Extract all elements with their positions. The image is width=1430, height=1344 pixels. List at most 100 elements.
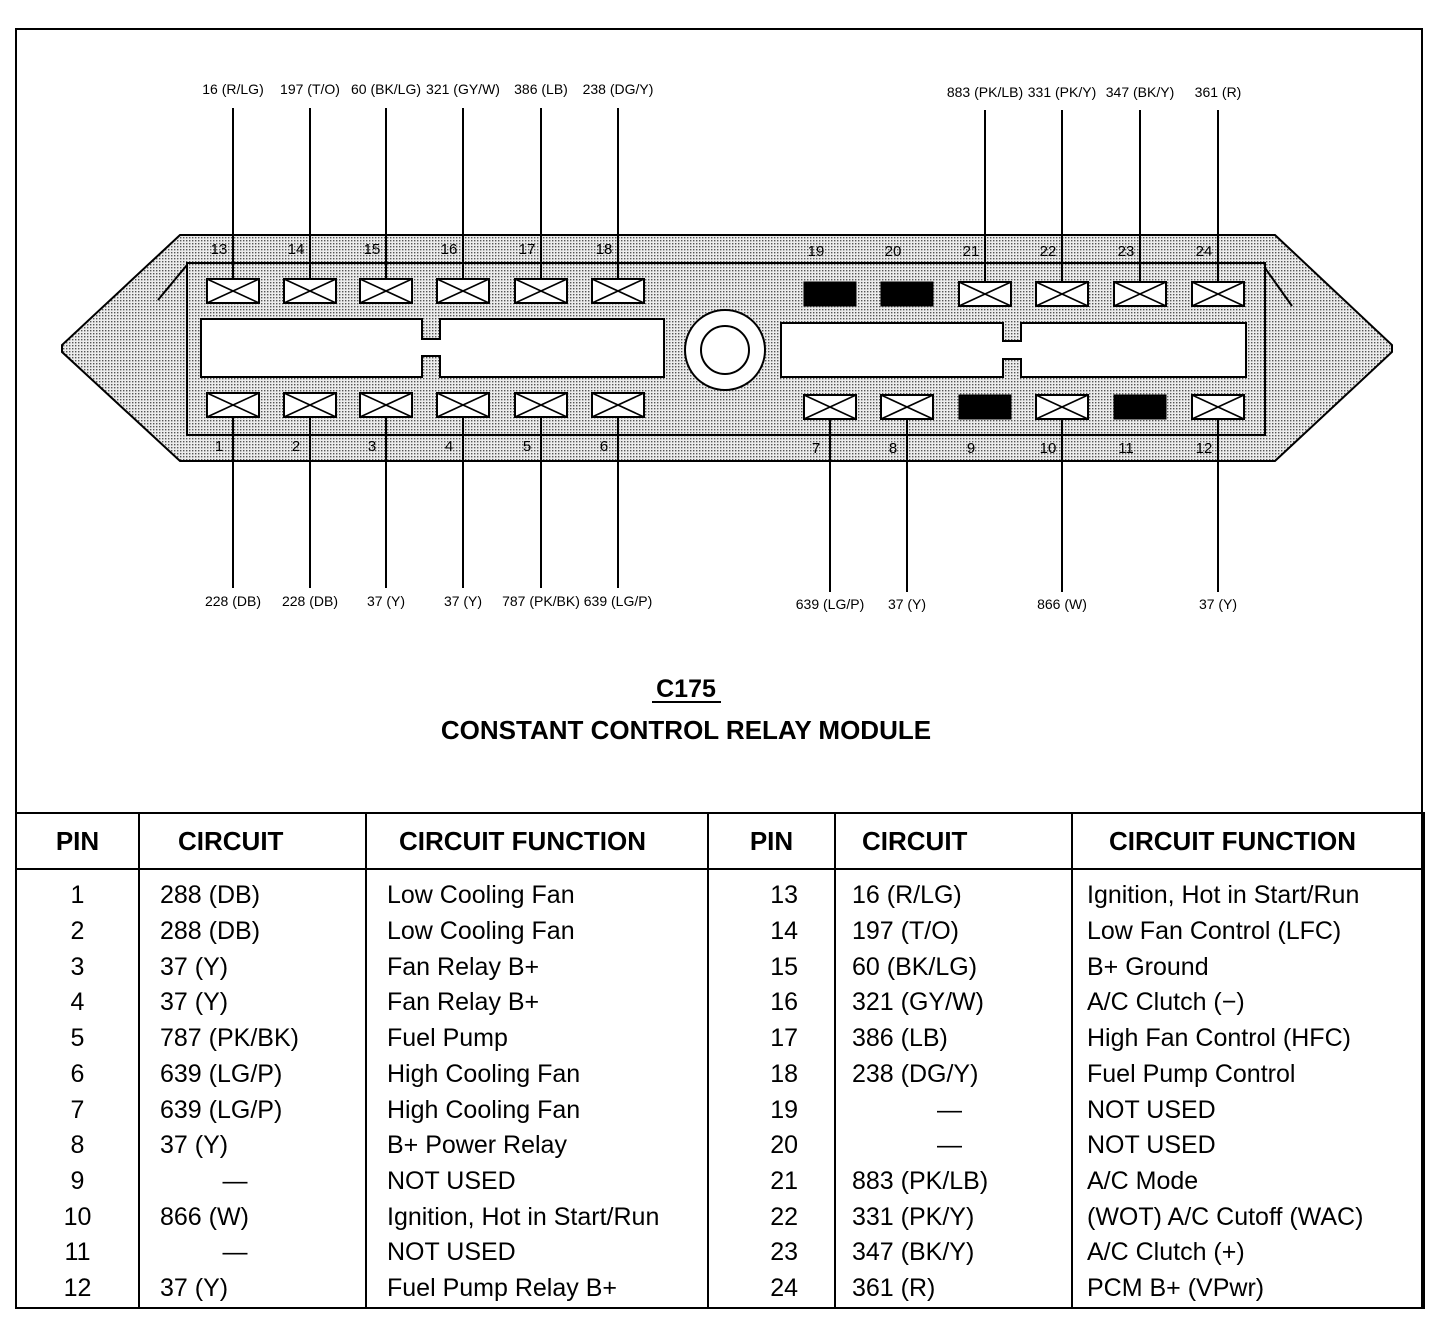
function-cell-2: A/C Mode	[1071, 1164, 1425, 1200]
pin-cell: 2	[15, 914, 140, 950]
pin-terminal-cross	[514, 392, 568, 418]
wire-label: 883 (PK/LB)	[947, 84, 1023, 100]
pin-terminal-cross	[1191, 394, 1245, 420]
unused-pin-plug	[1113, 394, 1167, 420]
function-cell: NOT USED	[365, 1235, 709, 1272]
pin-cell-2-text: 19	[770, 1095, 798, 1124]
function-cell-text: High Cooling Fan	[387, 1059, 581, 1088]
circuit-cell-2: 386 (LB)	[834, 1021, 1073, 1057]
pin-cell-2: 21	[707, 1164, 836, 1200]
pin-cell-2: 24	[707, 1271, 836, 1309]
circuit-cell-2: —	[834, 1128, 1073, 1165]
pin-number: 18	[596, 241, 613, 258]
pin-terminal-cross	[880, 394, 934, 420]
function-cell-2-text: Fuel Pump Control	[1087, 1059, 1296, 1088]
function-cell-2-text: High Fan Control (HFC)	[1087, 1024, 1351, 1053]
pin-cell: 3	[15, 949, 140, 986]
header-circuit-function: CIRCUIT FUNCTION	[365, 812, 709, 870]
wire-label: 238 (DG/Y)	[583, 81, 654, 97]
wire-label: 386 (LB)	[514, 81, 568, 97]
pin-number: 10	[1040, 440, 1057, 457]
center-bolt-inner	[700, 325, 750, 375]
function-cell: Fuel Pump	[365, 1021, 709, 1057]
circuit-cell: —	[138, 1164, 367, 1200]
function-cell: Fan Relay B+	[365, 949, 709, 986]
pin-cell-text: 5	[70, 1024, 85, 1053]
circuit-cell-2-text: 16 (R/LG)	[852, 881, 962, 909]
pin-number: 8	[889, 440, 897, 457]
pin-number: 5	[523, 438, 531, 455]
pin-number: 11	[1118, 440, 1134, 457]
wire-label: 37 (Y)	[444, 593, 482, 609]
function-cell-text: Ignition, Hot in Start/Run	[387, 1202, 660, 1231]
pin-terminal-cross	[1191, 281, 1245, 307]
circuit-cell-text: 37 (Y)	[160, 1274, 229, 1303]
pin-terminal-cross	[958, 281, 1012, 307]
pin-cell-2-text: 15	[770, 952, 798, 981]
pin-cell-2-text: 21	[770, 1167, 798, 1196]
function-cell-text: NOT USED	[387, 1167, 516, 1196]
function-cell-text: High Cooling Fan	[387, 1095, 581, 1124]
pin-cell-text: 6	[70, 1059, 85, 1088]
function-cell-2: B+ Ground	[1071, 949, 1425, 986]
pin-cell-text: 8	[70, 1131, 85, 1160]
pin-cell-2: 16	[707, 985, 836, 1022]
circuit-cell-2: 883 (PK/LB)	[834, 1164, 1073, 1200]
function-cell-2: A/C Clutch (+)	[1071, 1235, 1425, 1272]
circuit-cell-text: —	[222, 1238, 248, 1267]
pin-cell: 7	[15, 1092, 140, 1129]
circuit-cell-2-text: —	[937, 1131, 962, 1160]
table-row: 5 787 (PK/BK) Fuel Pump 17 386 (LB) High Fan …	[15, 1021, 1425, 1057]
pin-cell: 8	[15, 1128, 140, 1165]
function-cell: High Cooling Fan	[365, 1056, 709, 1093]
circuit-cell-2: 361 (R)	[834, 1271, 1073, 1309]
pin-number: 4	[445, 438, 453, 455]
function-cell-text: Fuel Pump	[387, 1024, 508, 1053]
circuit-cell-text: 37 (Y)	[160, 1131, 229, 1160]
function-cell-2-text: B+ Ground	[1087, 952, 1209, 981]
pin-cell-2-text: 14	[770, 917, 798, 946]
function-cell-2-text: NOT USED	[1087, 1095, 1216, 1124]
function-cell-2: (WOT) A/C Cutoff (WAC)	[1071, 1199, 1425, 1236]
pin-terminal-cross	[436, 278, 490, 304]
function-cell-2: Low Fan Control (LFC)	[1071, 914, 1425, 950]
function-cell-text: Low Cooling Fan	[387, 917, 575, 946]
pin-cell-text: 7	[70, 1095, 85, 1124]
header-circuit-function-2: CIRCUIT FUNCTION	[1071, 812, 1425, 870]
pin-number: 3	[368, 438, 376, 455]
circuit-cell-2-text: 197 (T/O)	[852, 917, 959, 946]
pin-terminal-cross	[206, 278, 260, 304]
pin-cell-2: 20	[707, 1128, 836, 1165]
circuit-cell-text: 639 (LG/P)	[160, 1059, 283, 1088]
pin-number: 9	[967, 440, 975, 457]
circuit-cell: 787 (PK/BK)	[138, 1021, 367, 1057]
pin-cell-2-text: 22	[770, 1202, 798, 1231]
circuit-cell-2: 60 (BK/LG)	[834, 949, 1073, 986]
function-cell: NOT USED	[365, 1164, 709, 1200]
circuit-cell: —	[138, 1235, 367, 1272]
wire-label: 331 (PK/Y)	[1028, 84, 1096, 100]
left-keying-tab	[157, 262, 188, 301]
wire-label: 639 (LG/P)	[796, 596, 864, 612]
pin-number: 19	[808, 243, 825, 260]
pin-cell-2-text: 24	[770, 1274, 798, 1303]
header-circuit-2: CIRCUIT	[834, 812, 1073, 870]
pin-cell-text: 3	[70, 952, 85, 981]
function-cell: B+ Power Relay	[365, 1128, 709, 1165]
function-cell-text: Low Cooling Fan	[387, 881, 575, 909]
right-cavity	[780, 322, 1247, 378]
left-cavity	[200, 318, 665, 378]
pin-terminal-cross	[591, 392, 645, 418]
pin-cell-2: 17	[707, 1021, 836, 1057]
circuit-cell-2-text: —	[937, 1095, 962, 1124]
circuit-cell-2: 331 (PK/Y)	[834, 1199, 1073, 1236]
pin-terminal-cross	[1113, 281, 1167, 307]
pin-cell-2: 14	[707, 914, 836, 950]
pin-cell-2-text: 17	[770, 1024, 798, 1053]
wire-label: 60 (BK/LG)	[351, 81, 421, 97]
circuit-cell-2-text: 321 (GY/W)	[852, 988, 984, 1017]
